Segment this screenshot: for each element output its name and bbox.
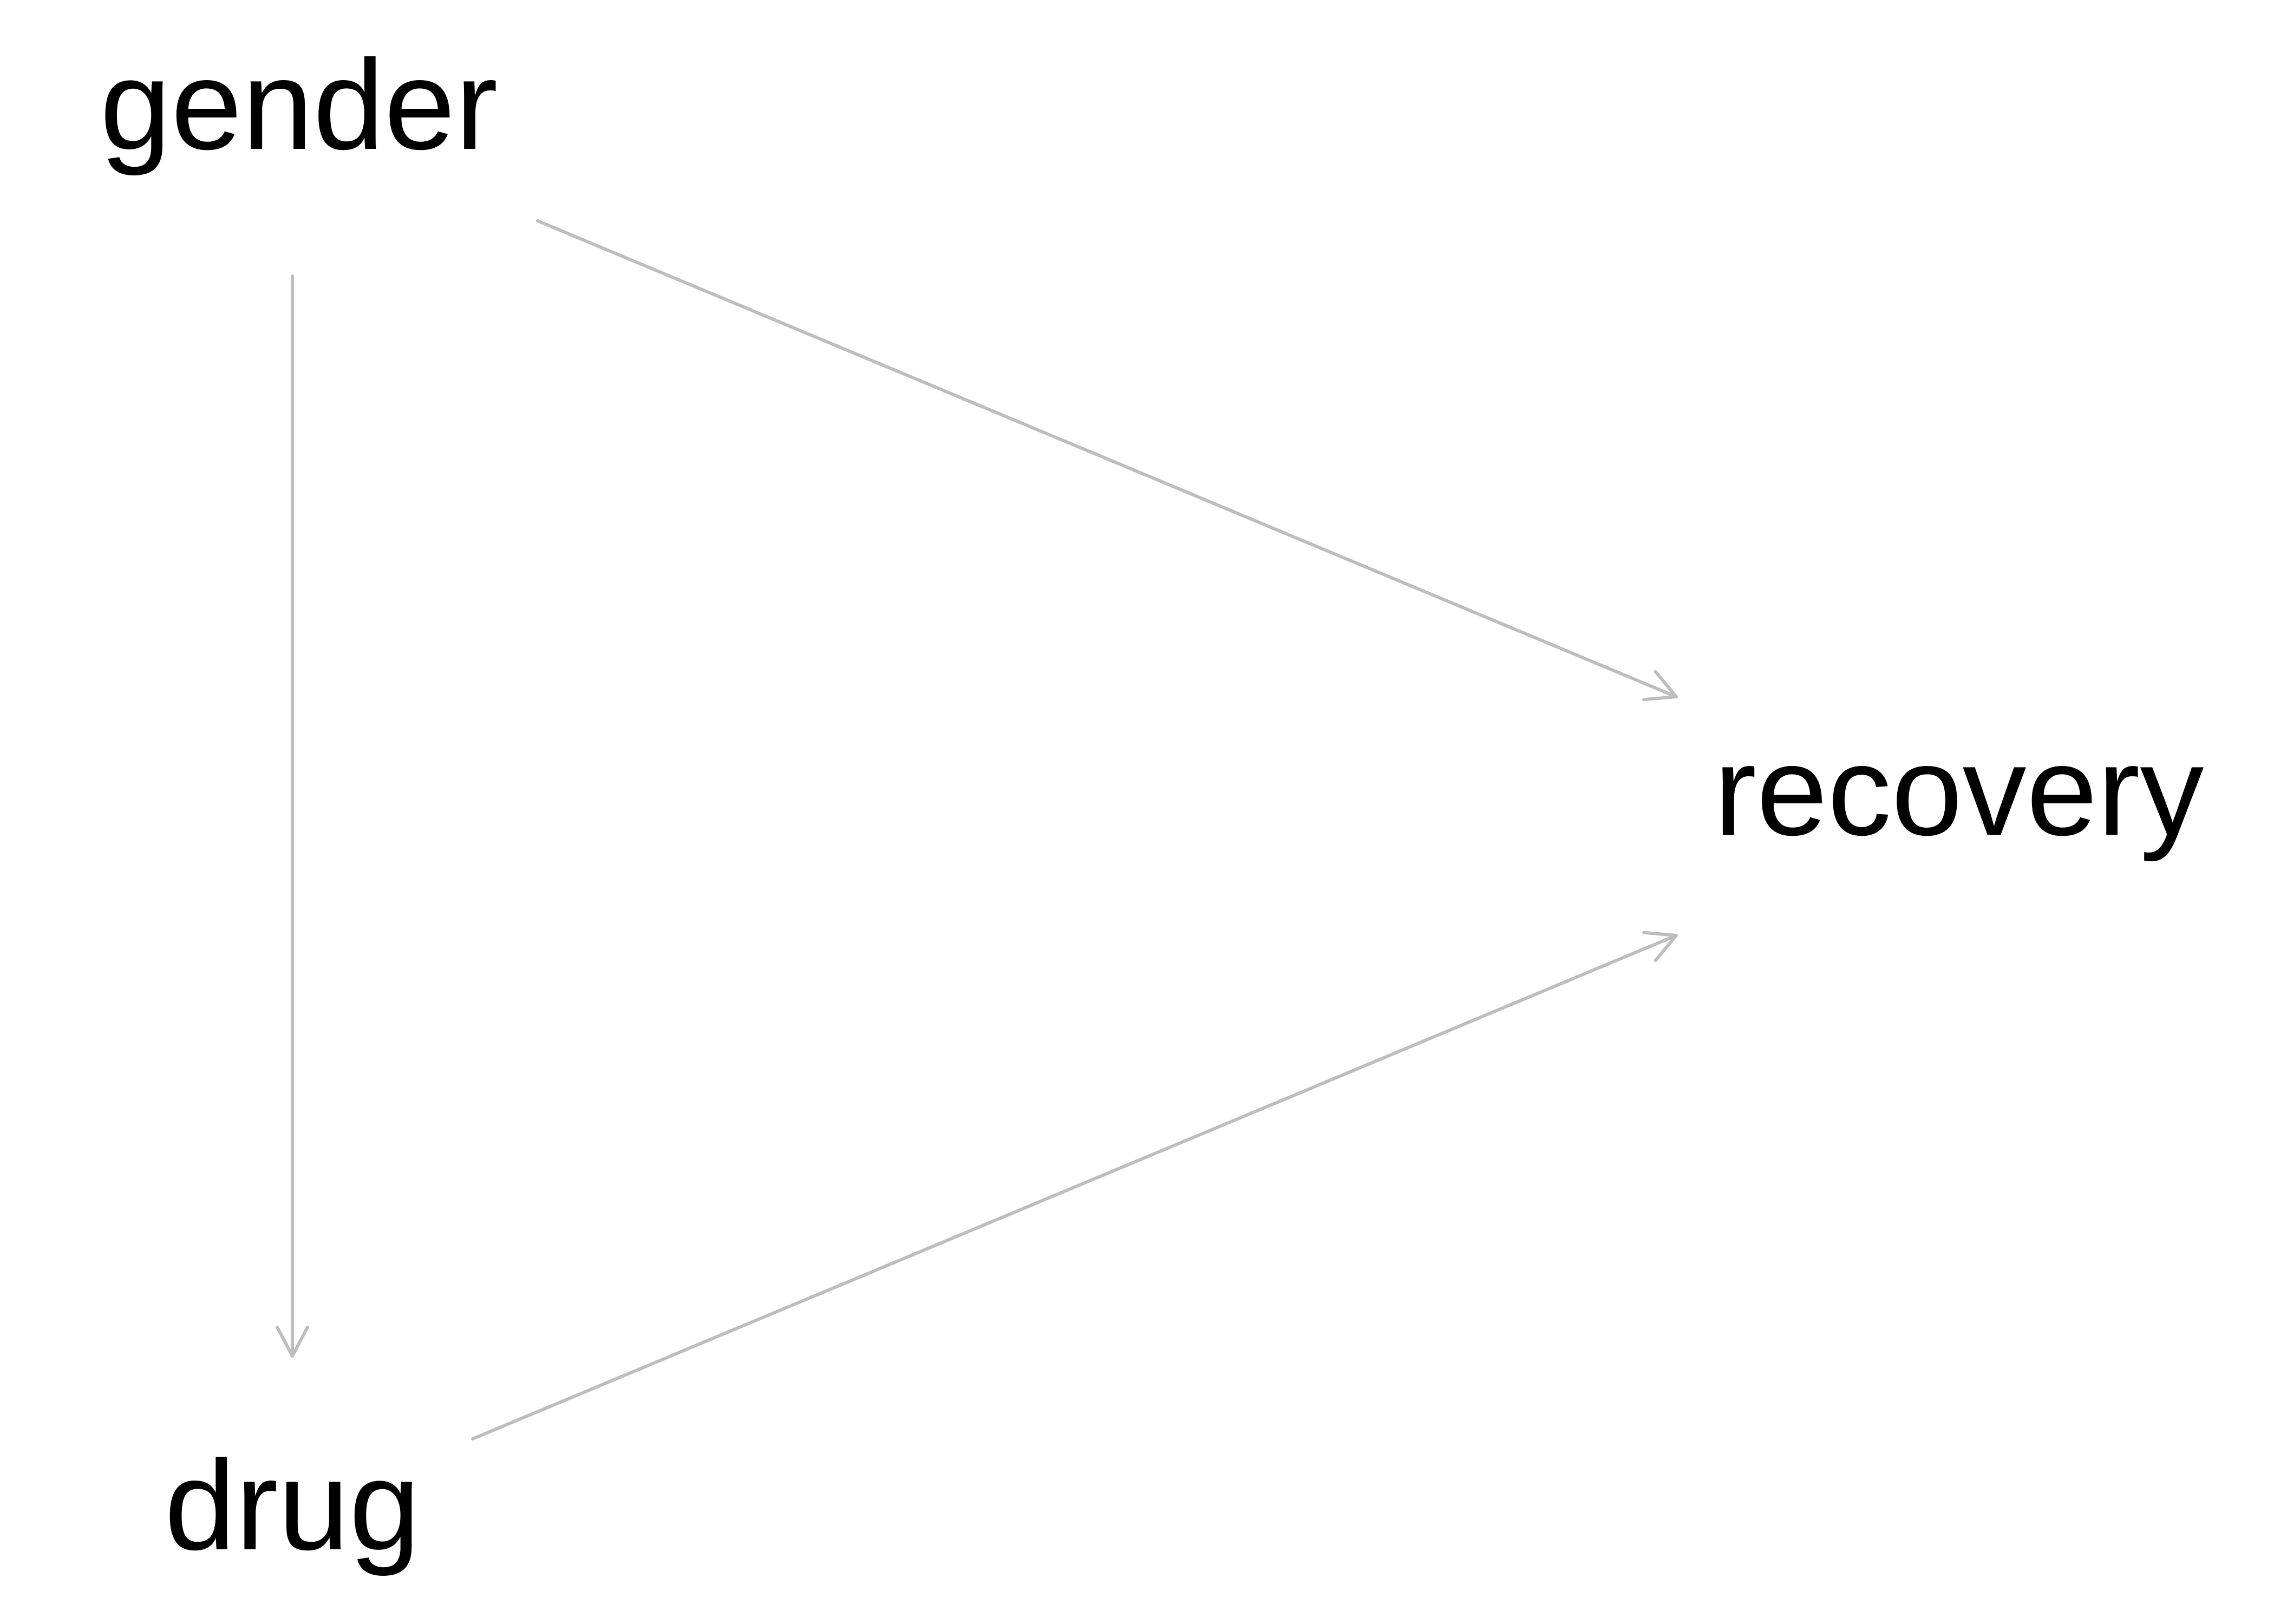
edges-layer [276,219,1678,1440]
node-recovery: recovery [1714,719,2204,862]
arrowhead-icon [276,1325,309,1358]
arrowhead-icon [1642,931,1678,962]
edge-gender-to-drug [276,274,309,1358]
node-gender: gender [100,34,498,176]
edge-line [471,934,1678,1440]
edge-drug-to-recovery [471,931,1678,1440]
edge-line [536,219,1678,698]
arrowhead-icon [1642,670,1678,702]
nodes-layer: gender drug recovery [100,34,2204,1577]
edge-gender-to-recovery [536,219,1678,702]
node-drug: drug [165,1434,420,1577]
